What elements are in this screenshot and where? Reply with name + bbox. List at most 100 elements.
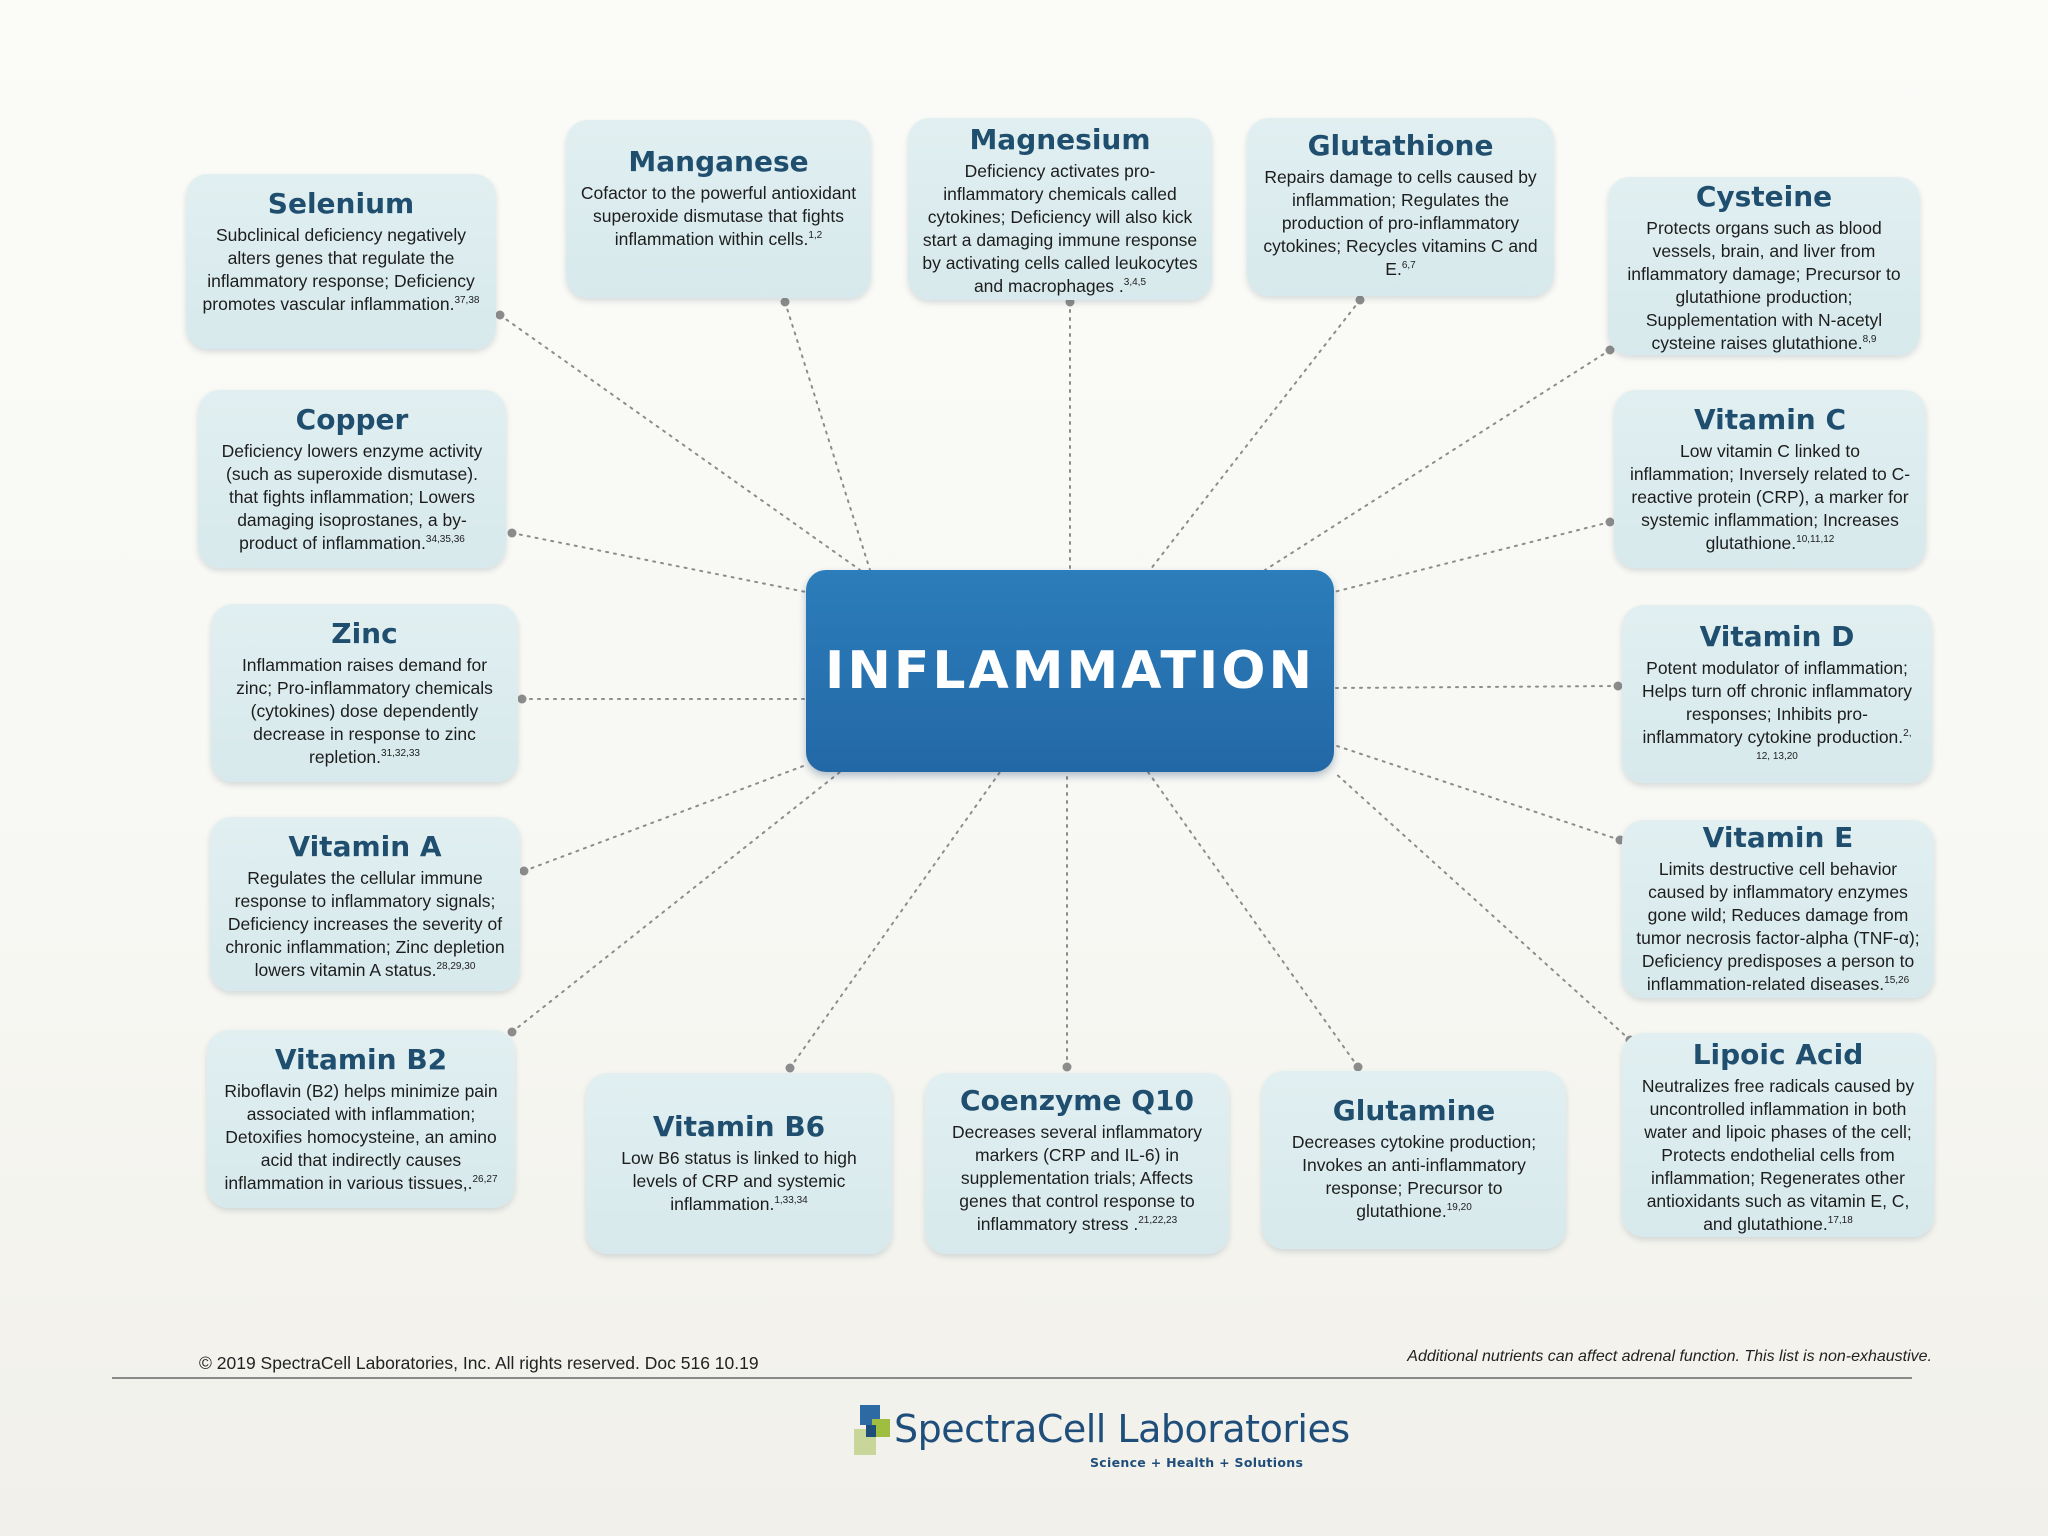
nutrient-refs: 28,29,30 bbox=[436, 961, 476, 973]
connector-dot bbox=[785, 1063, 795, 1073]
nutrient-refs: 2, 12, 13,20 bbox=[1756, 728, 1912, 763]
nutrient-description-text: Riboflavin (B2) helps minimize pain asso… bbox=[224, 1081, 498, 1193]
nutrient-refs: 34,35,36 bbox=[425, 534, 465, 546]
nutrient-description: Riboflavin (B2) helps minimize pain asso… bbox=[221, 1080, 501, 1195]
connector-dot bbox=[1613, 681, 1623, 691]
nutrient-description: Repairs damage to cells caused by inflam… bbox=[1261, 166, 1540, 281]
nutrient-description-text: Decreases cytokine production; Invokes a… bbox=[1291, 1132, 1537, 1221]
connector-dot bbox=[780, 297, 790, 307]
connector-dot bbox=[495, 310, 505, 320]
nutrient-card-magnesium: Magnesium Deficiency activates pro-infla… bbox=[908, 118, 1212, 300]
nutrient-refs: 10,11,12 bbox=[1796, 534, 1835, 546]
nutrient-description: Potent modulator of inflammation; Helps … bbox=[1636, 657, 1918, 772]
connector-dot bbox=[1605, 345, 1615, 355]
nutrient-refs: 15,26 bbox=[1884, 975, 1910, 987]
nutrient-refs: 8,9 bbox=[1862, 334, 1877, 346]
nutrient-card-cysteine: Cysteine Protects organs such as blood v… bbox=[1608, 177, 1920, 355]
nutrient-refs: 31,32,33 bbox=[381, 748, 420, 760]
nutrient-card-selenium: Selenium Subclinical deficiency negative… bbox=[186, 174, 496, 349]
connector-dot bbox=[517, 694, 527, 704]
nutrient-description: Decreases cytokine production; Invokes a… bbox=[1276, 1131, 1552, 1223]
connector-vitaminb2 bbox=[511, 771, 841, 1033]
nutrient-title: Lipoic Acid bbox=[1692, 1038, 1864, 1071]
nutrient-card-vitaminb6: Vitamin B6 Low B6 status is linked to hi… bbox=[586, 1073, 892, 1254]
connector-manganese bbox=[784, 301, 871, 571]
footer-divider bbox=[112, 1377, 1912, 1379]
nutrient-refs: 26,27 bbox=[472, 1174, 498, 1186]
nutrient-card-copper: Copper Deficiency lowers enzyme activity… bbox=[198, 390, 506, 568]
connector-vitaminb6 bbox=[789, 771, 1001, 1069]
nutrient-title: Cysteine bbox=[1695, 180, 1833, 213]
nutrient-description: Regulates the cellular immune response t… bbox=[224, 867, 506, 982]
connector-vitamine bbox=[1333, 744, 1621, 841]
footer-note: Additional nutrients can affect adrenal … bbox=[1407, 1348, 1932, 1365]
nutrient-title: Glutathione bbox=[1307, 129, 1494, 162]
nutrient-description-text: Inflammation raises demand for zinc; Pro… bbox=[236, 655, 493, 767]
nutrient-title: Vitamin B2 bbox=[274, 1043, 448, 1076]
nutrient-card-glutamine: Glutamine Decreases cytokine production;… bbox=[1262, 1071, 1566, 1249]
nutrient-description: Subclinical deficiency negatively alters… bbox=[200, 224, 482, 316]
connector-cysteine bbox=[1264, 349, 1611, 571]
nutrient-card-vitaminc: Vitamin C Low vitamin C linked to inflam… bbox=[1614, 390, 1926, 568]
connector-copper bbox=[511, 532, 807, 593]
nutrient-title: Vitamin D bbox=[1699, 620, 1855, 653]
nutrient-card-vitamine: Vitamin E Limits destructive cell behavi… bbox=[1622, 820, 1934, 998]
nutrient-description-text: Repairs damage to cells caused by inflam… bbox=[1263, 167, 1538, 279]
center-label: INFLAMMATION bbox=[824, 641, 1315, 701]
nutrient-card-glutathione: Glutathione Repairs damage to cells caus… bbox=[1247, 118, 1554, 296]
connector-vitaminc bbox=[1333, 521, 1611, 593]
nutrient-refs: 19,20 bbox=[1446, 1202, 1472, 1214]
brand-logo-mark bbox=[854, 1405, 890, 1455]
nutrient-description-text: Cofactor to the powerful antioxidant sup… bbox=[580, 183, 857, 249]
nutrient-title: Vitamin B6 bbox=[652, 1110, 826, 1143]
nutrient-description: Deficiency activates pro-inflammatory ch… bbox=[922, 160, 1198, 298]
connector-dot bbox=[519, 866, 529, 876]
brand-logo: SpectraCell Laboratories Science + Healt… bbox=[852, 1405, 1350, 1477]
nutrient-description-text: Limits destructive cell behavior caused … bbox=[1636, 859, 1920, 994]
connector-vitamind bbox=[1333, 685, 1619, 689]
nutrient-description: Decreases several inflammatory markers (… bbox=[939, 1121, 1215, 1236]
nutrient-description: Deficiency lowers enzyme activity (such … bbox=[212, 440, 492, 555]
connector-selenium bbox=[499, 314, 861, 571]
nutrient-card-coenzymeq10: Coenzyme Q10 Decreases several inflammat… bbox=[925, 1073, 1229, 1254]
nutrient-description: Cofactor to the powerful antioxidant sup… bbox=[580, 182, 857, 251]
nutrient-description-text: Potent modulator of inflammation; Helps … bbox=[1641, 658, 1913, 747]
nutrient-refs: 21,22,23 bbox=[1138, 1215, 1178, 1227]
connector-vitamina bbox=[523, 764, 807, 872]
nutrient-description: Neutralizes free radicals caused by unco… bbox=[1636, 1075, 1920, 1236]
nutrient-refs: 37,38 bbox=[454, 295, 480, 307]
connector-dot bbox=[1605, 517, 1615, 527]
nutrient-description: Limits destructive cell behavior caused … bbox=[1636, 858, 1920, 996]
connector-lipoicacid bbox=[1333, 771, 1631, 1041]
nutrient-description-text: Protects organs such as blood vessels, b… bbox=[1627, 218, 1901, 353]
nutrient-refs: 3,4,5 bbox=[1123, 277, 1147, 289]
connector-glutathione bbox=[1149, 299, 1361, 571]
nutrient-description-text: Decreases several inflammatory markers (… bbox=[952, 1122, 1202, 1234]
nutrient-description-text: Low B6 status is linked to high levels o… bbox=[621, 1148, 857, 1214]
nutrient-title: Vitamin E bbox=[1702, 821, 1854, 854]
nutrient-description: Low B6 status is linked to high levels o… bbox=[600, 1147, 878, 1216]
nutrient-refs: 1,2 bbox=[808, 230, 823, 242]
nutrient-title: Manganese bbox=[628, 145, 809, 178]
nutrient-refs: 17,18 bbox=[1827, 1215, 1853, 1227]
connector-dot bbox=[507, 1027, 517, 1037]
brand-name: SpectraCell Laboratories bbox=[894, 1407, 1350, 1451]
nutrient-card-vitamina: Vitamin A Regulates the cellular immune … bbox=[210, 817, 520, 991]
nutrient-description: Low vitamin C linked to inflammation; In… bbox=[1628, 440, 1912, 555]
nutrient-refs: 6,7 bbox=[1401, 260, 1416, 272]
nutrient-title: Selenium bbox=[267, 187, 415, 220]
footer-copyright: © 2019 SpectraCell Laboratories, Inc. Al… bbox=[199, 1353, 759, 1373]
nutrient-description-text: Low vitamin C linked to inflammation; In… bbox=[1629, 441, 1911, 553]
connector-dot bbox=[1355, 295, 1365, 305]
brand-tagline: Science + Health + Solutions bbox=[1090, 1455, 1304, 1470]
center-node: INFLAMMATION bbox=[806, 570, 1334, 772]
nutrient-description: Inflammation raises demand for zinc; Pro… bbox=[225, 654, 504, 769]
nutrient-title: Magnesium bbox=[969, 123, 1151, 156]
nutrient-title: Vitamin C bbox=[1693, 403, 1847, 436]
nutrient-card-lipoicacid: Lipoic Acid Neutralizes free radicals ca… bbox=[1622, 1033, 1934, 1237]
nutrient-description-text: Neutralizes free radicals caused by unco… bbox=[1641, 1076, 1915, 1234]
nutrient-description: Protects organs such as blood vessels, b… bbox=[1622, 217, 1906, 355]
nutrient-card-manganese: Manganese Cofactor to the powerful antio… bbox=[566, 120, 871, 298]
nutrient-title: Zinc bbox=[331, 617, 398, 650]
